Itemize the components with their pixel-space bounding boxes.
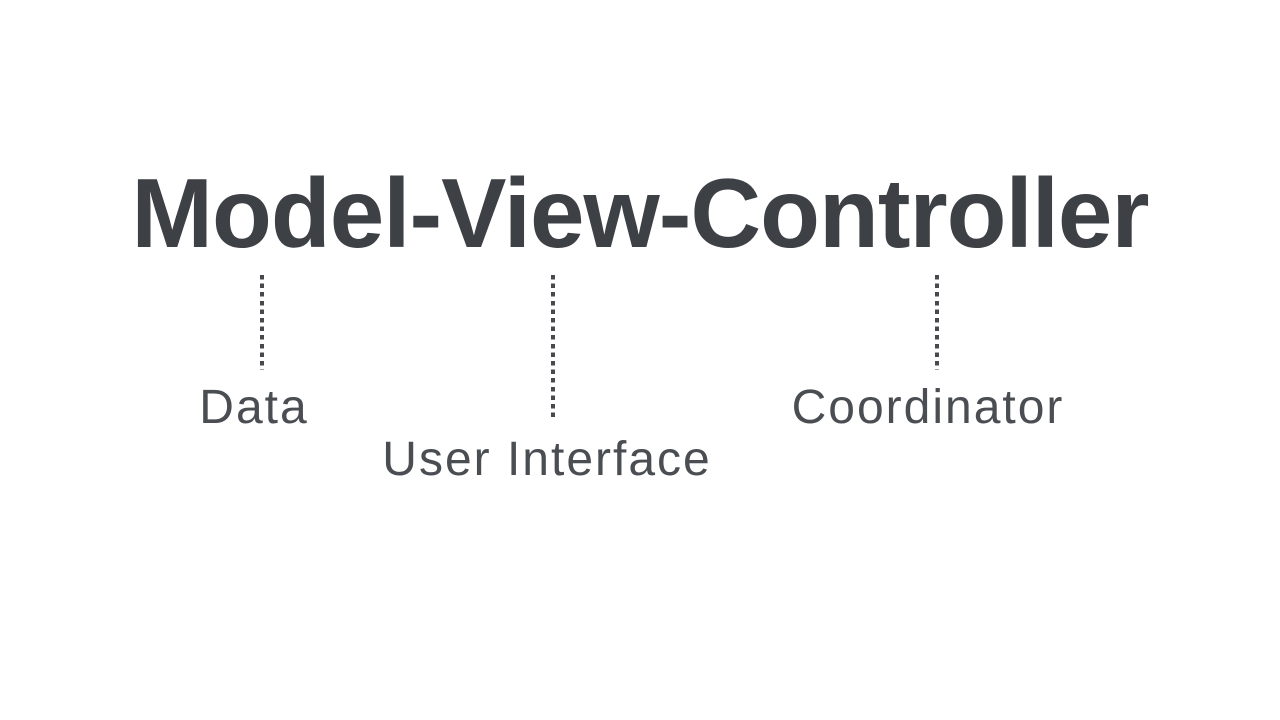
label-controller-meaning: Coordinator [791,381,1065,434]
connector-controller-to-coordinator [935,275,939,370]
label-model-meaning: Data [199,381,309,434]
connector-model-to-data [260,275,264,370]
label-view-meaning: User Interface [382,433,712,486]
page-title: Model-View-Controller [131,158,1149,268]
connector-view-to-user-interface [551,275,555,419]
